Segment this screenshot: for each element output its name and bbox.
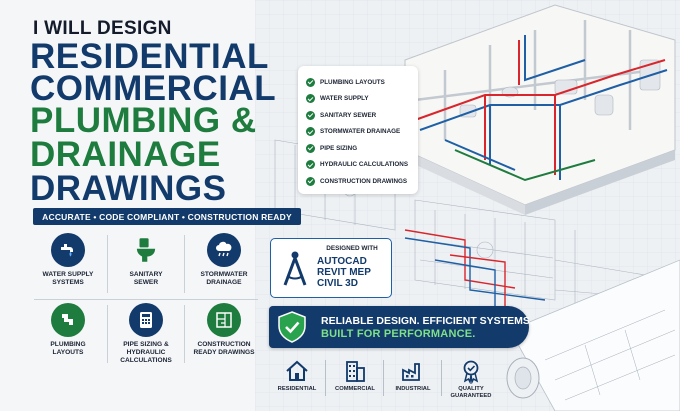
blueprint-icon: [207, 303, 241, 337]
headline-line-1: RESIDENTIAL: [30, 37, 269, 76]
headline-line-3: PLUMBING &: [30, 101, 257, 140]
headline-line-5: DRAWINGS: [30, 169, 227, 208]
check-icon: [306, 94, 315, 104]
calculator-icon: [129, 303, 163, 337]
checklist-item: CONSTRUCTION DRAWINGS: [306, 173, 412, 190]
checklist-item: PLUMBING LAYOUTS: [306, 74, 412, 91]
headline-kicker: I WILL DESIGN: [33, 18, 172, 39]
check-icon: [306, 110, 315, 120]
faucet-icon: [51, 233, 85, 267]
checklist-item: STORMWATER DRAINAGE: [306, 124, 412, 141]
reliability-banner: RELIABLE DESIGN. EFFICIENT SYSTEMS. BUIL…: [269, 306, 533, 348]
sector-industrial: INDUSTRIAL: [386, 356, 440, 404]
software-heading: DESIGNED WITH: [326, 245, 378, 252]
checklist-item: HYDRAULIC CALCULATIONS: [306, 157, 412, 174]
award-ribbon-icon: [463, 360, 479, 384]
checklist-item: SANITARY SEWER: [306, 107, 412, 124]
headline-line-2: COMMERCIAL: [30, 69, 277, 108]
check-icon: [306, 143, 315, 153]
software-box: DESIGNED WITH AUTOCAD REVIT MEP CIVIL 3D: [270, 238, 392, 298]
drafting-compass-icon: [283, 251, 307, 286]
shield-check-icon: [278, 311, 306, 343]
tagline-bar: ACCURATE • CODE COMPLIANT • CONSTRUCTION…: [33, 208, 301, 225]
software-revit: REVIT MEP: [317, 267, 371, 278]
sector-residential: RESIDENTIAL: [270, 356, 324, 404]
sector-commercial: COMMERCIAL: [328, 356, 382, 404]
pipe-icon: [51, 303, 85, 337]
check-icon: [306, 176, 315, 186]
house-icon: [286, 360, 308, 381]
factory-icon: [402, 363, 420, 381]
plumbing-blueprint-illustration: [255, 0, 680, 411]
banner-line-1: RELIABLE DESIGN. EFFICIENT SYSTEMS.: [321, 315, 533, 327]
software-civil3d: CIVIL 3D: [317, 278, 358, 289]
sectors-row: RESIDENTIAL COMMERCIAL INDUSTRIAL QUALIT…: [270, 356, 500, 404]
checklist-item: PIPE SIZING: [306, 140, 412, 157]
rain-cloud-icon: [207, 233, 241, 267]
check-icon: [306, 160, 315, 170]
checklist-item: WATER SUPPLY: [306, 91, 412, 108]
office-building-icon: [346, 361, 365, 382]
check-icon: [306, 77, 315, 87]
banner-line-2: BUILT FOR PERFORMANCE.: [321, 328, 476, 340]
toilet-icon: [129, 233, 163, 267]
headline-line-4: DRAINAGE: [30, 135, 221, 174]
services-checklist: PLUMBING LAYOUTS WATER SUPPLY SANITARY S…: [298, 66, 418, 194]
check-icon: [306, 127, 315, 137]
software-autocad: AUTOCAD: [317, 256, 367, 267]
